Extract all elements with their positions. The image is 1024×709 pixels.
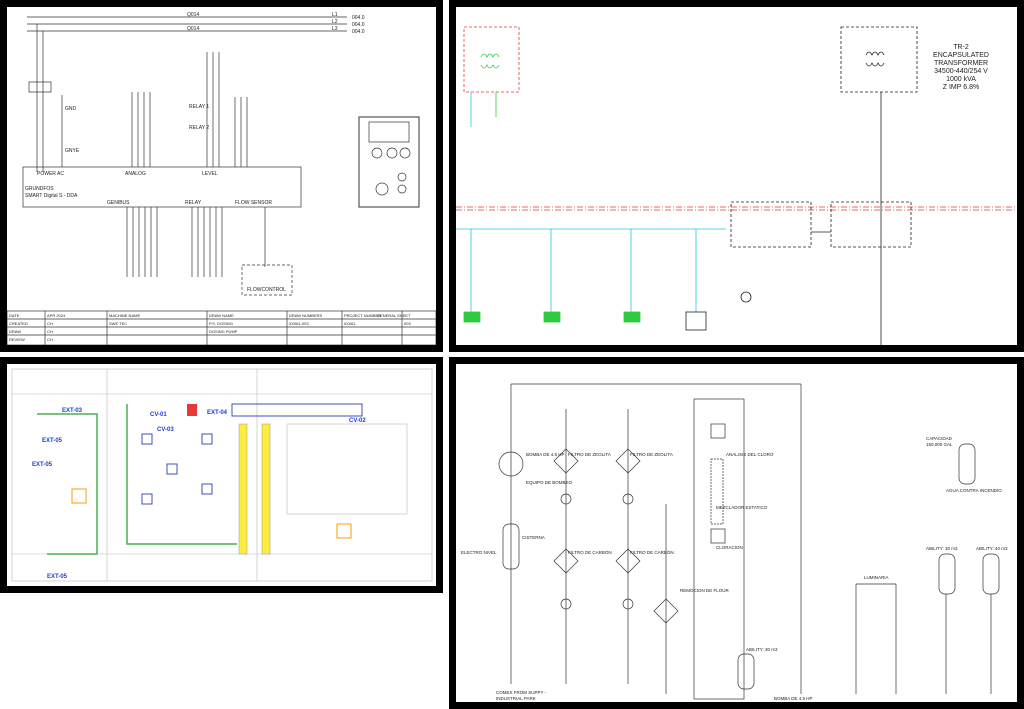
tb-date-value: APR 2024 xyxy=(47,313,66,318)
comes-from-line1: COMES FROM SUPPY - xyxy=(496,690,547,695)
tb-draw-name-value: P.S. DOSING xyxy=(209,321,233,326)
tr2-impedance: Z IMP 6.8% xyxy=(943,84,979,91)
tb-project-label: PROJECT NUMBER xyxy=(344,313,381,318)
tb-review-label: REVIEW xyxy=(9,337,25,342)
ability-40-label: ABILITY: 40 m3 xyxy=(976,546,1008,551)
agua-incendio-label: AGUA CONTRA INCENDIO xyxy=(946,488,1002,493)
tb-machine-label: MACHINE NAME xyxy=(109,313,140,318)
remocion-label: REMOCION DE FLOUR xyxy=(680,588,730,593)
tb-draw-number-value: 0X061-003 xyxy=(289,321,309,326)
ability-30-label: ABILITY: 30 m3 xyxy=(926,546,958,551)
bomba-bottom-label: BOMBA DE 4.5 HP xyxy=(774,696,813,701)
piping-sheet: BOMBA DE 4.5 HP FILTRO DE ZEOLITA FILTRO… xyxy=(456,364,1017,702)
electro-nivel-label: ELECTRO NIVEL xyxy=(461,550,497,555)
filtro-zeolita-2: FILTRO DE ZEOLITA xyxy=(630,452,673,457)
tb-review-value: CH xyxy=(47,337,53,342)
piping-panel[interactable]: BOMBA DE 4.5 HP FILTRO DE ZEOLITA FILTRO… xyxy=(449,357,1024,709)
cv03-label: CV-03 xyxy=(157,427,174,433)
ext05-label-1: EXT-05 xyxy=(42,438,63,444)
electrical-schematic-drawing: L1 L2 L3 004.0 004.0 004.0 Q014 Q014 GND… xyxy=(7,12,436,345)
ext04-label: EXT-04 xyxy=(207,410,228,416)
tb-created-label: CREATED xyxy=(9,321,28,326)
l1-label: L1 xyxy=(332,12,338,18)
ext05-label-2: EXT-05 xyxy=(32,462,53,468)
ref-004-1: 004.0 xyxy=(352,15,365,21)
analisis-cloro: ANALISIS DEL CLORO xyxy=(726,452,774,457)
capacidad-label: CAPACIDAD xyxy=(926,436,953,441)
tr2-rating: 1000 kVA xyxy=(946,76,976,83)
flowcontrol-label: FLOWCONTROL xyxy=(247,287,286,293)
filtro-zeolita-1: FILTRO DE ZEOLITA xyxy=(568,452,611,457)
transformer-sheet: TR-2 ENCAPSULATED TRANSFORMER 34500-440/… xyxy=(456,7,1017,345)
capacidad-value: 150,000 GAL xyxy=(926,442,953,447)
ref-004-3: 004.0 xyxy=(352,29,365,35)
relay2-label: RELAY 2 xyxy=(189,125,209,131)
comes-from-line2: INDUSTRIAL PARK xyxy=(496,696,536,701)
tr2-type: ENCAPSULATED xyxy=(933,52,989,59)
floorplan-sheet: EXT-03 EXT-05 EXT-05 EXT-05 EXT-04 CV-01… xyxy=(7,364,436,586)
floorplan-drawing: EXT-03 EXT-05 EXT-05 EXT-05 EXT-04 CV-01… xyxy=(11,368,433,582)
bomba-label: BOMBA DE 4.5 HP xyxy=(526,452,565,457)
l2-label: L2 xyxy=(332,19,338,25)
relay1-label: RELAY 1 xyxy=(189,104,209,110)
cloracion-label: CLORACION xyxy=(716,545,743,550)
electrical-schematic-panel[interactable]: L1 L2 L3 004.0 004.0 004.0 Q014 Q014 GND… xyxy=(0,0,443,352)
tb-draw-value: CH xyxy=(47,329,53,334)
electrical-schematic-sheet: L1 L2 L3 004.0 004.0 004.0 Q014 Q014 GND… xyxy=(7,7,436,345)
tr2-voltage: 34500-440/254 V xyxy=(934,68,988,75)
gnd-label: GND xyxy=(65,106,77,112)
cisterna-label: CISTERNA xyxy=(522,535,545,540)
tb-date-label: DATE xyxy=(9,313,20,318)
cv01-label: CV-01 xyxy=(150,412,167,418)
level-label: LEVEL xyxy=(202,171,218,177)
transformer-drawing: TR-2 ENCAPSULATED TRANSFORMER 34500-440/… xyxy=(456,26,1017,345)
l3-label: L3 xyxy=(332,26,338,32)
mezclador-label: MEZCLADOR ESTATICO xyxy=(716,505,768,510)
tb-machine-value: SWE TEC xyxy=(109,321,127,326)
tb-draw-label: DRAW xyxy=(9,329,21,334)
ability-30-tank-label: ABILITY: 30 m3 xyxy=(746,647,778,652)
analog-label: ANALOG xyxy=(125,171,146,177)
floorplan-panel[interactable]: EXT-03 EXT-05 EXT-05 EXT-05 EXT-04 CV-01… xyxy=(0,357,443,593)
tb-sheet-value: 003 xyxy=(404,321,411,326)
title-block: DATE APR 2024 MACHINE NAME DRAW NAME DRA… xyxy=(9,313,411,342)
device-name-line1: GRUNDFOS xyxy=(25,186,54,192)
tr2-title: TR-2 xyxy=(953,44,969,51)
relay-label: RELAY xyxy=(185,200,202,206)
device-name-line2: SMART Digital S - DDA xyxy=(25,193,78,199)
equipo-bombeo: EQUIPO DE BOMBEO xyxy=(526,480,573,485)
q014-label-2: Q014 xyxy=(187,26,199,32)
piping-drawing: BOMBA DE 4.5 HP FILTRO DE ZEOLITA FILTRO… xyxy=(461,383,1008,701)
tb-project-value: 0X061 xyxy=(344,321,356,326)
genibus-label: GENIBUS xyxy=(107,200,130,206)
ext03-label: EXT-03 xyxy=(62,408,83,414)
filtro-carbon-1: FILTRO DE CARBÓN xyxy=(568,549,612,555)
tb-created-value: CH xyxy=(47,321,53,326)
tb-draw-name-label: DRAW NAME xyxy=(209,313,234,318)
tb-draw-numbers-label: DRAW NUMBERS xyxy=(289,313,323,318)
tr2-type-2: TRANSFORMER xyxy=(934,60,988,67)
filtro-carbon-2: FILTRO DE CARBÓN xyxy=(630,549,674,555)
gnye-label: GNYE xyxy=(65,148,80,154)
tb-draw-desc: DOSING PUMP xyxy=(209,329,238,334)
ext05-label-3: EXT-05 xyxy=(47,574,68,580)
flow-sensor-label: FLOW SENSOR xyxy=(235,200,272,206)
power-ac-label: POWER AC xyxy=(37,171,64,177)
ref-004-2: 004.0 xyxy=(352,22,365,28)
cv02-label: CV-02 xyxy=(349,418,366,424)
tb-sheet-label: GENERAL SHEET xyxy=(377,313,411,318)
luminaria-label: LUMINARIA xyxy=(864,575,889,580)
q014-label-1: Q014 xyxy=(187,12,199,18)
transformer-panel[interactable]: TR-2 ENCAPSULATED TRANSFORMER 34500-440/… xyxy=(449,0,1024,352)
